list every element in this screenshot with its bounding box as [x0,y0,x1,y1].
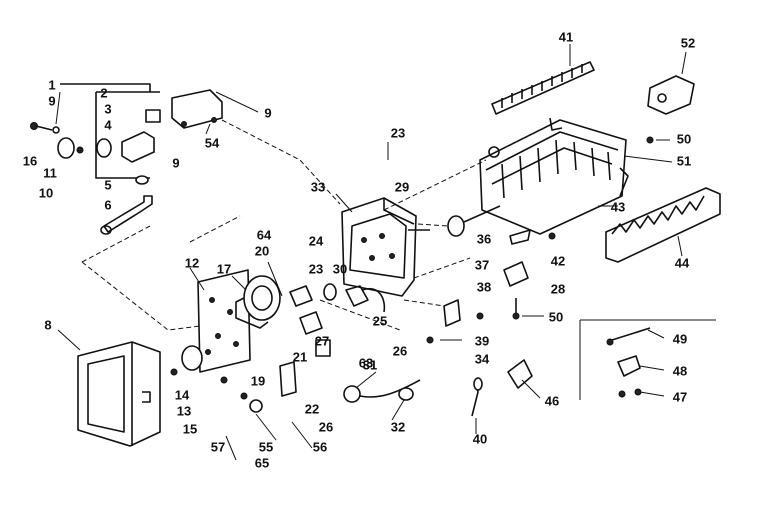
label-8: 8 [44,317,51,332]
label-10: 10 [39,185,53,200]
label-5: 5 [104,177,111,192]
label-3: 3 [104,101,111,116]
label-14: 14 [175,387,190,402]
parts-1-5-valve-group [60,83,161,185]
label-22: 22 [305,401,319,416]
label-4: 4 [104,117,112,132]
label-46: 46 [545,393,559,408]
label-38: 38 [477,279,491,294]
label-6: 6 [104,197,111,212]
label-26: 26 [393,343,407,358]
label-13: 13 [177,403,191,418]
part-labels: 1 9 2 3 4 5 6 9 9 54 16 11 10 8 12 17 64… [23,29,695,470]
label-57: 57 [211,439,225,454]
label-52: 52 [681,35,695,50]
label-50: 50 [677,131,691,146]
label-31: 31 [363,357,377,372]
label-51: 51 [677,153,691,168]
label-9: 9 [264,105,271,120]
label-9: 9 [172,155,179,170]
label-12: 12 [185,255,199,270]
label-44: 44 [675,255,690,270]
label-27: 27 [315,333,329,348]
label-21: 21 [293,349,307,364]
label-49: 49 [673,331,687,346]
label-9: 9 [48,93,55,108]
label-32: 32 [391,419,405,434]
label-39: 39 [475,333,489,348]
parts-21-27-linkage [170,283,421,413]
part-12-mounting-plate [189,267,251,373]
parts-9-16-fasteners [30,91,84,159]
label-19: 19 [251,373,265,388]
label-54: 54 [205,135,220,150]
label-23: 23 [309,261,323,276]
label-30: 30 [333,261,347,276]
label-1: 1 [48,77,55,92]
label-17: 17 [217,261,231,276]
label-43: 43 [611,199,625,214]
label-28: 28 [551,281,565,296]
label-25: 25 [373,313,387,328]
part-17-motor [231,261,283,329]
label-63: 63 [359,355,373,370]
label-65: 65 [255,455,269,470]
label-56: 56 [313,439,327,454]
label-34: 34 [475,351,490,366]
label-33: 33 [311,179,325,194]
part-52-bracket [647,51,695,115]
label-23: 23 [391,125,405,140]
label-29: 29 [395,179,409,194]
label-37: 37 [475,257,489,272]
part-41-ejector [491,44,595,115]
dashed-connectors [81,119,487,331]
part-44-stripper [605,187,721,263]
part-33-housing [335,193,430,297]
label-20: 20 [255,243,269,258]
label-47: 47 [673,389,687,404]
part-43-ice-mold [479,117,629,235]
label-36: 36 [477,231,491,246]
parts-47-49-group [579,319,716,400]
leader-lines [215,91,673,461]
label-55: 55 [259,439,273,454]
label-26: 26 [319,419,333,434]
part-36-gear [447,205,531,245]
label-11: 11 [43,165,57,180]
part-8-cover [57,329,161,447]
label-48: 48 [673,363,687,378]
label-2: 2 [100,85,107,100]
label-15: 15 [183,421,197,436]
label-41: 41 [559,29,573,44]
label-24: 24 [309,233,324,248]
part-54-bracket [171,89,223,135]
label-42: 42 [551,253,565,268]
label-40: 40 [473,431,487,446]
label-50: 50 [549,309,563,324]
label-64: 64 [257,227,272,242]
label-16: 16 [23,153,37,168]
part-6-fill-tube [100,195,153,235]
parts-28-50-hardware [426,136,654,417]
